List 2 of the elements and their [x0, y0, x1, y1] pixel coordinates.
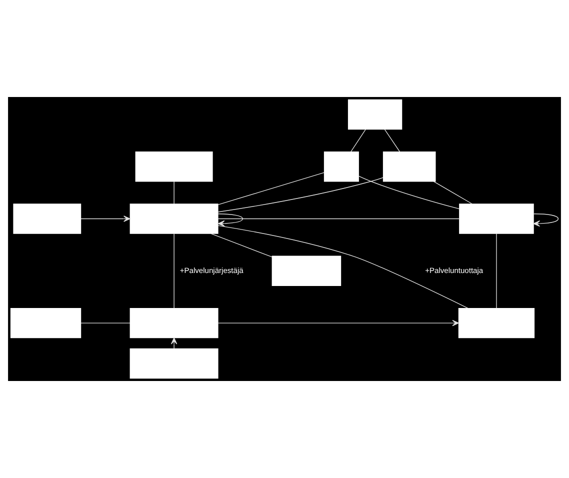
edge-label: +Palvelunjärjestäjä: [180, 266, 244, 275]
edge-label: +Palveluntuottaja: [425, 266, 484, 275]
